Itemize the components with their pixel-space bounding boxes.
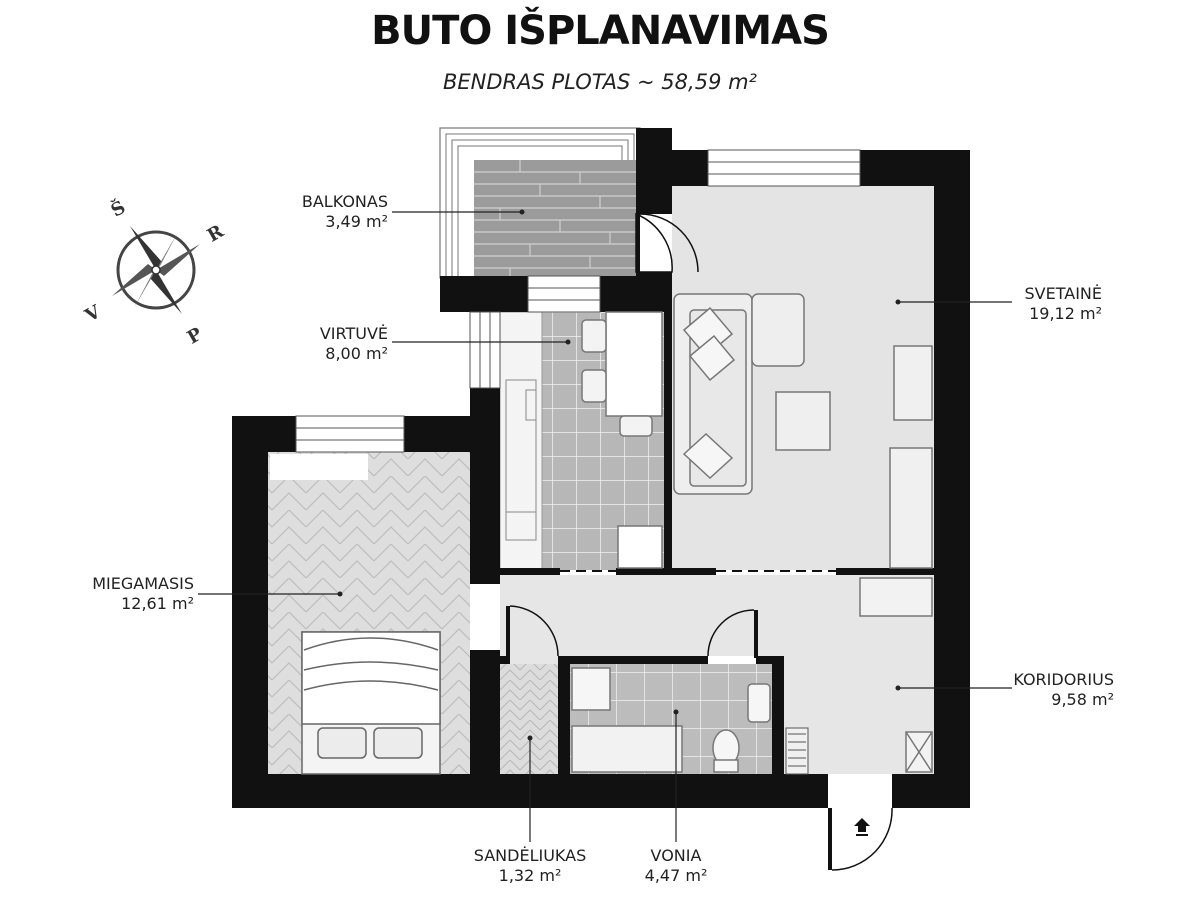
leader-lines: [198, 211, 1012, 842]
storage-floor: [500, 664, 558, 774]
room-area: 9,58 m²: [1051, 690, 1114, 709]
room-name: MIEGAMASIS: [92, 574, 194, 593]
dining-set: [581, 311, 663, 569]
room-name: BALKONAS: [301, 192, 388, 211]
compass-north-label: Š: [107, 195, 130, 221]
label-balkonas: BALKONAS 3,49 m²: [270, 192, 388, 232]
wardrobe: [270, 454, 368, 480]
room-name: VIRTUVĖ: [319, 324, 388, 343]
cabinet: [893, 345, 933, 421]
compass-east-label: R: [204, 220, 228, 246]
room-area: 1,32 m²: [498, 866, 562, 885]
label-sandeliukas: SANDĖLIUKAS 1,32 m²: [450, 846, 610, 886]
doors: [470, 212, 893, 871]
balcony: [439, 127, 641, 279]
hallway-furniture: [859, 577, 933, 773]
label-vonia: VONIA 4,47 m²: [616, 846, 736, 886]
label-koridorius: KORIDORIUS 9,58 m²: [990, 670, 1114, 710]
shoe-rack: [785, 727, 809, 775]
tv-stand: [889, 447, 933, 569]
windows: [295, 149, 861, 453]
room-name: VONIA: [650, 846, 702, 865]
room-area: 12,61 m²: [121, 594, 194, 613]
room-area: 3,49 m²: [325, 212, 388, 231]
room-name: SANDĖLIUKAS: [473, 846, 587, 865]
label-miegamasis: MIEGAMASIS 12,61 m²: [60, 574, 194, 614]
room-name: SVETAINĖ: [1024, 284, 1102, 303]
label-virtuve: VIRTUVĖ 8,00 m²: [270, 324, 388, 364]
kitchen-counter: [505, 379, 537, 541]
compass-rose-icon: Š R P V: [81, 195, 228, 348]
label-svetaine: SVETAINĖ 19,12 m²: [990, 284, 1102, 324]
room-name: KORIDORIUS: [1013, 670, 1114, 689]
compass-south-label: P: [184, 323, 207, 348]
room-area: 19,12 m²: [1029, 304, 1102, 323]
room-area: 4,47 m²: [644, 866, 708, 885]
compass-west-label: V: [81, 301, 105, 327]
bathroom-fixtures: [571, 667, 771, 773]
sofa: [673, 293, 805, 495]
coffee-table: [775, 391, 831, 451]
entrance-arrow-icon: [854, 818, 870, 836]
total-area-subtitle: BENDRAS PLOTAS ~ 58,59 m²: [443, 70, 757, 94]
page-title: BUTO IŠPLANAVIMAS: [371, 8, 830, 54]
room-area: 8,00 m²: [325, 344, 388, 363]
bed: [301, 631, 441, 775]
